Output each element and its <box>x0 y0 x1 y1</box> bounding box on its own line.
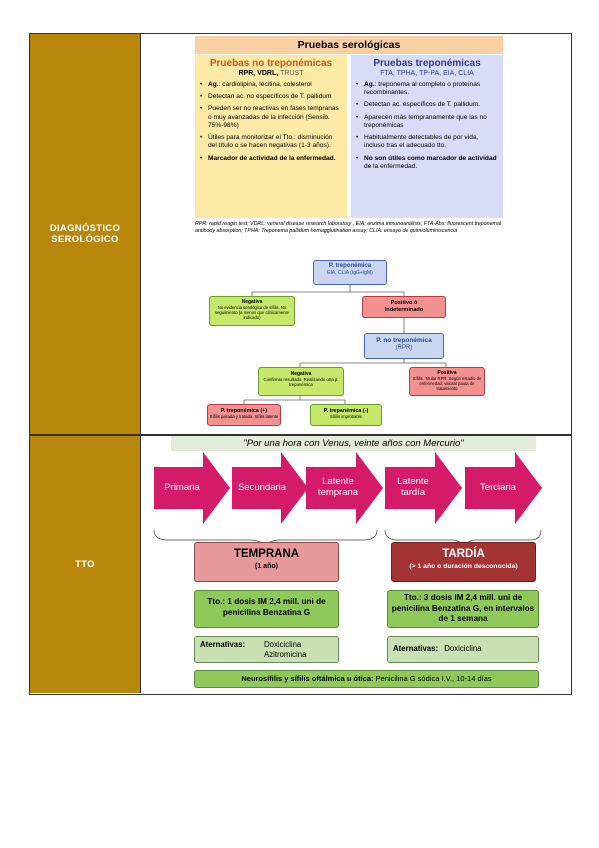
row-divider <box>29 434 571 436</box>
arrow-latente-tardia <box>385 452 462 524</box>
no-trep-panel: Pruebas no treponémicas RPR, VDRL, TRUST… <box>195 55 347 218</box>
list-item: No son útiles como marcador de actividad… <box>356 155 499 171</box>
tardia-tto-text: 3 dosis IM 2,4 mill. uni de penicilina B… <box>391 593 535 624</box>
flow-trepneg-title: P. trepanémica (-) <box>323 408 369 414</box>
flow-trepneg-box: P. trepanémica (-) Sífilis improbable <box>310 404 382 426</box>
list-item: Detectan ac. específicos de T. pallidum. <box>356 101 499 109</box>
tardia-sub: (> 1 año o duración desconocida) <box>409 563 518 570</box>
temprana-tto-box: Tto.: 1 dosis IM 2,4 mill. uni de penici… <box>194 590 339 628</box>
stage-label-terciaria: Terciaria <box>480 481 516 493</box>
tardia-tto-label: Tto.: <box>403 593 422 602</box>
temprana-alt-1: Doxiciclina <box>264 640 302 649</box>
temprana-tto-text: 1 dosis IM 2,4 mill. uni de penicilina B… <box>222 597 326 618</box>
tardia-alt-value: Doxiciclina <box>444 644 482 653</box>
quote-banner: "Por una hora con Venus, veinte años con… <box>171 436 536 451</box>
table-frame <box>29 33 572 695</box>
flow-notrep-box: P. no treponémica (RPR) <box>364 333 444 359</box>
flow-treppos-sub: Sífilis pasada y tratada. Sífilis latent… <box>209 414 279 420</box>
stage-label-latente-temprana: Latente temprana <box>317 476 359 498</box>
temprana-alt-label: Aternativas: <box>200 640 246 649</box>
tardia-title: TARDÍA <box>442 548 485 560</box>
flow-neg1-sub: No evidencia serológica de sífilis. No s… <box>214 305 290 321</box>
tardia-box: TARDÍA (> 1 año o duración desconocida) <box>391 542 536 582</box>
diagnostico-section-label: DIAGNÓSTICO SEROLÓGICO <box>30 34 140 434</box>
arrow-terciaria <box>465 452 542 524</box>
temprana-sub: (1 año) <box>255 563 278 570</box>
arrow-secundaria <box>232 452 308 524</box>
neurosifilis-text: Penicilina G sódica I.V., 10-14 días <box>373 674 492 683</box>
tardia-tto-box: Tto.: 3 dosis IM 2,4 mill. uni de penici… <box>387 590 539 628</box>
flow-neg2-box: Negativa Confirmar resultado. Realizando… <box>258 367 344 396</box>
temprana-box: TEMPRANA (1 año) <box>194 542 339 582</box>
flow-treppos-title: P. treponémica (+) <box>220 408 268 414</box>
list-item: Ag.: treponema al completo o proteínas r… <box>356 81 499 97</box>
column-divider <box>140 33 141 693</box>
list-item: Ag.: cardiolipina, lecitina, colesterol <box>200 81 343 89</box>
flow-pos2-box: Positiva Sífilis. Titular RPR. Según est… <box>409 367 485 396</box>
flow-trep-title: P. treponémica <box>328 263 372 269</box>
no-trep-subtitle-trust: TRUST <box>280 70 304 77</box>
flow-pos1-box: Positivo ó Indeterminado <box>362 296 446 318</box>
trep-title: Pruebas treponémicas <box>373 58 481 69</box>
list-item: Aparecen más tempranamente que las no tr… <box>356 114 499 130</box>
flow-trepneg-sub: Sífilis improbable <box>330 414 362 420</box>
flow-notrep-title: P. no treponémica <box>376 337 432 344</box>
arrow-latente-temprana <box>306 452 383 524</box>
flow-neg1-title: Negativa <box>241 299 263 305</box>
temprana-alt-2: Azitromicina <box>264 650 307 660</box>
flow-neg2-title: Negativa <box>290 371 312 377</box>
neurosifilis-box: Neurosífilis y sífilis oftálmica u ótica… <box>194 670 539 688</box>
flow-treppos-box: P. treponémica (+) Sífilis pasada y trat… <box>207 404 281 426</box>
no-trep-subtitle: RPR, VDRL, TRUST <box>199 70 343 77</box>
flow-neg1-box: Negativa No evidencia serológica de sífi… <box>209 296 295 326</box>
serologia-header: Pruebas serológicas <box>195 36 503 54</box>
no-trep-title: Pruebas no treponémicas <box>209 58 333 69</box>
tardia-alt-label: Aternativas: <box>393 644 439 653</box>
list-item: Útiles para monitorizar el Tto.: disminu… <box>200 134 343 150</box>
flow-pos1-title: Positivo ó Indeterminado <box>384 300 424 313</box>
no-trep-list: Ag.: cardiolipina, lecitina, colesterol … <box>199 81 343 163</box>
flow-trep-box: P. treponémica EIA, CLIA (IgG+IgM) <box>313 260 387 285</box>
list-item: Detectan ac. no específicos de T. pallid… <box>200 93 343 101</box>
trep-list: Ag.: treponema al completo o proteínas r… <box>355 81 499 171</box>
trep-subtitle: FTA, TPHA, TP-PA, EIA, CLIA <box>380 70 474 77</box>
trep-panel: Pruebas treponémicas FTA, TPHA, TP-PA, E… <box>351 55 503 218</box>
flow-notrep-sub: (RPR) <box>395 344 413 351</box>
stage-label-primaria: Primaria <box>164 481 200 493</box>
flow-neg2-sub: Confirmar resultado. Realizando otra p. … <box>263 377 339 388</box>
list-item: Pueden ser no reactivas en fases tempran… <box>200 105 343 130</box>
stage-label-latente-tardia: Latente tardía <box>397 476 429 498</box>
serologia-title: Pruebas serológicas <box>297 39 401 51</box>
diagnostico-label: DIAGNÓSTICO SEROLÓGICO <box>49 223 121 245</box>
no-trep-subtitle-main: RPR, VDRL, <box>238 70 281 77</box>
arrow-primaria <box>154 452 230 524</box>
temprana-tto-label: Tto.: <box>207 597 226 606</box>
temprana-title: TEMPRANA <box>233 548 300 560</box>
tto-label: TTO <box>75 559 95 570</box>
serologia-footnote: RPR: rapid reagin test; VDRL: veneral di… <box>195 221 502 234</box>
stage-label-secundaria: Secundaria <box>237 481 287 493</box>
flow-trep-sub: EIA, CLIA (IgG+IgM) <box>327 270 373 277</box>
flowchart-connectors <box>243 285 447 404</box>
tto-section-label: TTO <box>30 436 140 693</box>
list-item: Habitualmente detectables de por vida, i… <box>356 134 499 150</box>
neurosifilis-label: Neurosífilis y sífilis oftálmica u ótica… <box>241 674 374 683</box>
temprana-alt-values: Doxiciclina Azitromicina <box>264 640 306 660</box>
tardia-alt-box: Aternativas: Doxiciclina <box>387 636 539 663</box>
list-item: Marcador de actividad de la enfermedad. <box>200 155 343 163</box>
quote-text: "Por una hora con Venus, veinte años con… <box>243 438 464 449</box>
flow-pos2-sub: Sífilis. Titular RPR. Según estadio de e… <box>412 376 482 392</box>
temprana-alt-box: Aternativas: Doxiciclina Azitromicina <box>194 636 339 663</box>
flow-pos2-title: Positiva <box>437 370 457 376</box>
